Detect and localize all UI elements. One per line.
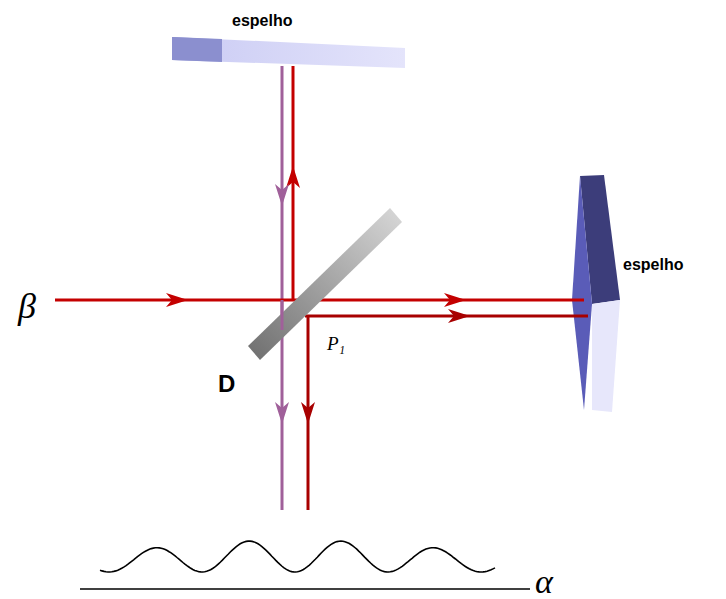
screen-symbol: α <box>535 563 553 599</box>
screen-line <box>80 588 530 590</box>
beam-symbol: β <box>18 285 36 327</box>
mirror-label: espelho <box>623 256 683 274</box>
fringe-curve <box>100 541 495 572</box>
top-mirror <box>172 37 405 68</box>
return-beam <box>281 66 284 510</box>
mirror-label: espelho <box>232 12 292 30</box>
top-mirror-end <box>172 37 222 62</box>
right-mirror-light <box>592 300 620 412</box>
beam-splitter <box>248 208 402 360</box>
return-beam-over <box>281 300 284 330</box>
arrowheads <box>166 166 470 424</box>
up-beam <box>292 66 295 300</box>
splitter-label: D <box>218 370 235 398</box>
right-mirror-face <box>572 176 592 410</box>
point-label: P₁ <box>327 333 345 355</box>
reflected-beam <box>305 315 588 318</box>
